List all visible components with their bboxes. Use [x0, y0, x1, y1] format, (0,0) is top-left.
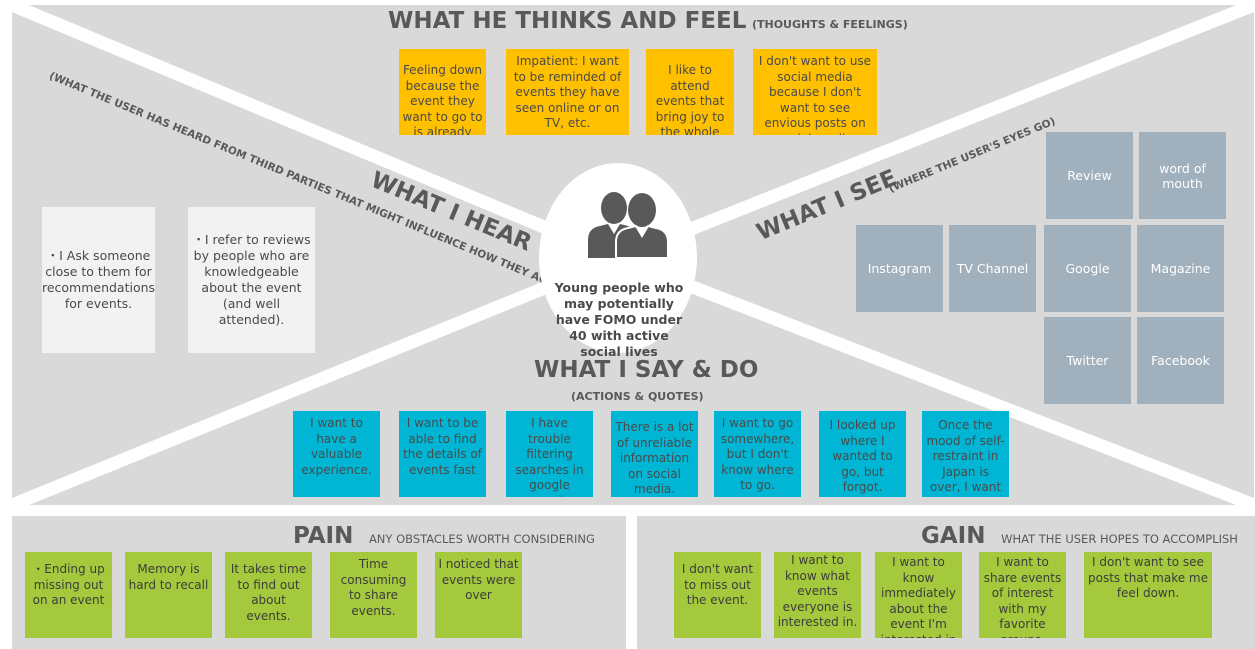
gain-note: I want to know what events everyone is i… — [774, 552, 861, 638]
say-do-note: I want to be able to find the details of… — [399, 411, 486, 497]
gain-subtitle: WHAT THE USER HOPES TO ACCOMPLISH — [1001, 532, 1238, 546]
gain-heading: GAIN WHAT THE USER HOPES TO ACCOMPLISH — [921, 523, 1238, 549]
persona-description: Young people who may potentially have FO… — [554, 280, 684, 359]
say-do-title: WHAT I SAY & DO — [534, 357, 759, 383]
hear-note: ・I Ask someone close to them for recomme… — [42, 207, 155, 353]
see-item: Facebook — [1137, 317, 1224, 404]
see-item: Magazine — [1137, 225, 1224, 312]
pain-note: Time consuming to share events. — [330, 552, 417, 638]
see-item: Review — [1046, 132, 1133, 219]
think-feel-title: WHAT HE THINKS AND FEEL — [388, 8, 747, 34]
think-note: I don't want to use social media because… — [753, 49, 877, 135]
gain-note: I don't want to miss out the event. — [674, 552, 761, 638]
pain-title: PAIN — [293, 523, 354, 549]
think-note: I like to attend events that bring joy t… — [646, 49, 734, 135]
see-item: Instagram — [856, 225, 943, 312]
see-item: Google — [1044, 225, 1131, 312]
gain-note: I don't want to see posts that make me f… — [1084, 552, 1212, 638]
think-feel-heading: WHAT HE THINKS AND FEEL (THOUGHTS & FEEL… — [388, 8, 908, 34]
think-note: Impatient: I want to be reminded of even… — [506, 49, 629, 135]
think-note: Feeling down because the event they want… — [399, 49, 486, 135]
pain-panel — [12, 516, 626, 649]
say-do-note: I have trouble filtering searches in goo… — [506, 411, 593, 497]
gain-note: I want to share events of interest with … — [979, 552, 1066, 638]
gain-note: I want to know immediately about the eve… — [875, 552, 962, 638]
hear-note: ・I refer to reviews by people who are kn… — [188, 207, 315, 353]
see-item: TV Channel — [949, 225, 1036, 312]
say-do-note: Once the mood of self-restraint in Japan… — [922, 411, 1009, 497]
pain-note: ・Ending up missing out on an event — [25, 552, 112, 638]
pain-note: Memory is hard to recall — [125, 552, 212, 638]
see-item: Twitter — [1044, 317, 1131, 404]
think-feel-subtitle: (THOUGHTS & FEELINGS) — [751, 18, 908, 31]
see-item: word of mouth — [1139, 132, 1226, 219]
gain-title: GAIN — [921, 523, 986, 549]
pain-heading: PAIN ANY OBSTACLES WORTH CONSIDERING — [293, 523, 595, 549]
pain-note: I noticed that events were over — [435, 552, 522, 638]
say-do-subtitle: (ACTIONS & QUOTES) — [571, 390, 704, 403]
pain-subtitle: ANY OBSTACLES WORTH CONSIDERING — [368, 532, 595, 546]
say-do-note: I want to go somewhere, but I don't know… — [714, 411, 801, 497]
say-do-note: There is a lot of unreliable information… — [611, 411, 698, 497]
say-do-note: I looked up where I wanted to go, but fo… — [819, 411, 906, 497]
pain-note: It takes time to find out about events. — [225, 552, 312, 638]
people-icon — [588, 192, 669, 259]
say-do-note: I want to have a valuable experience. — [293, 411, 380, 497]
